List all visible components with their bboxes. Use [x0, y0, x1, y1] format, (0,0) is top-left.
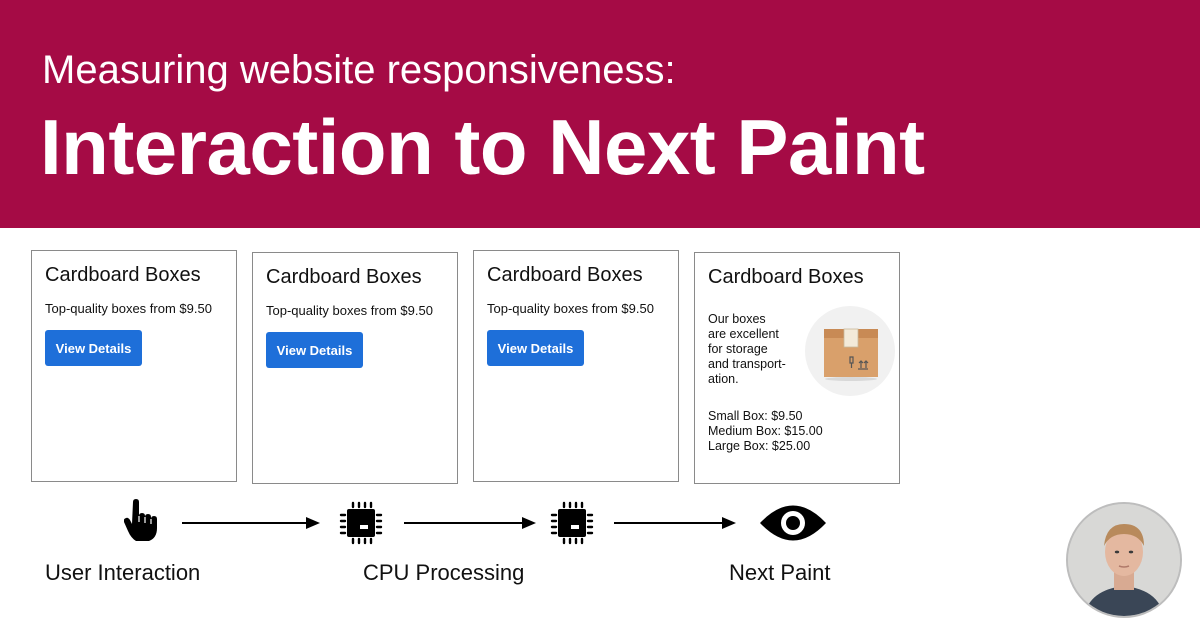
description-line: and transport- [708, 357, 786, 371]
arrow-right-icon [614, 517, 736, 529]
price-item: Small Box: $9.50 [708, 409, 803, 423]
arrow-right-icon [404, 517, 536, 529]
card-next-paint: Cardboard Boxes Our boxes are excellent … [694, 252, 900, 484]
header-banner: Measuring website responsiveness: Intera… [0, 0, 1200, 228]
view-details-button[interactable]: View Details [487, 330, 584, 366]
card-description: Our boxes are excellent for storage and … [708, 312, 804, 387]
banner-title: Interaction to Next Paint [40, 103, 925, 191]
card-subtitle: Top-quality boxes from $9.50 [45, 301, 212, 316]
banner-subtitle: Measuring website responsiveness: [42, 48, 676, 92]
user-interaction-label: User Interaction [45, 560, 201, 585]
price-item: Large Box: $25.00 [708, 439, 811, 453]
card-processing-2: Cardboard Boxes Top-quality boxes from $… [473, 250, 679, 482]
description-line: ation. [708, 372, 739, 386]
cpu-processing-label: CPU Processing [363, 560, 525, 585]
price-item: Medium Box: $15.00 [708, 424, 823, 438]
view-details-button[interactable]: View Details [266, 332, 363, 368]
cardboard-box-icon [805, 306, 895, 396]
cpu-chip-icon [339, 501, 383, 545]
card-initial: Cardboard Boxes Top-quality boxes from $… [31, 250, 237, 482]
price-list: Small Box: $9.50 Medium Box: $15.00 Larg… [708, 409, 823, 454]
description-line: Our boxes [708, 312, 766, 326]
view-details-button[interactable]: View Details [45, 330, 142, 366]
card-title: Cardboard Boxes [45, 264, 201, 286]
eye-icon [760, 505, 826, 541]
cpu-chip-icon [550, 501, 594, 545]
arrow-right-icon [182, 517, 320, 529]
card-subtitle: Top-quality boxes from $9.50 [266, 303, 433, 318]
description-line: are excellent [708, 327, 779, 341]
pointing-hand-icon [124, 499, 157, 541]
card-title: Cardboard Boxes [266, 266, 422, 288]
description-line: for storage [708, 342, 768, 356]
card-title: Cardboard Boxes [708, 266, 864, 288]
card-subtitle: Top-quality boxes from $9.50 [487, 301, 654, 316]
author-avatar [1066, 502, 1182, 618]
card-title: Cardboard Boxes [487, 264, 643, 286]
card-processing-1: Cardboard Boxes Top-quality boxes from $… [252, 252, 458, 484]
next-paint-label: Next Paint [729, 560, 831, 585]
